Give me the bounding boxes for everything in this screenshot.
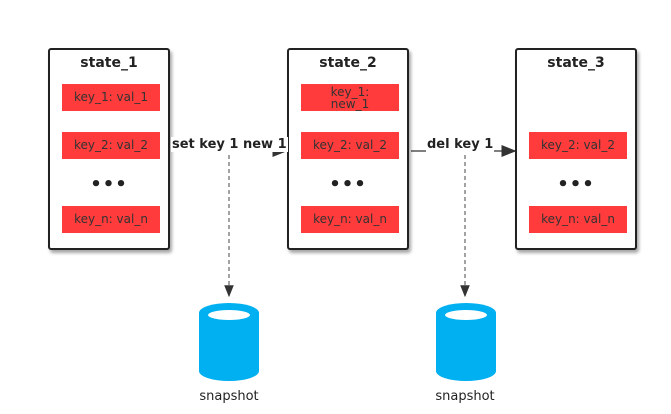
entry-key-2: key_2: val_2 <box>62 132 160 159</box>
ellipsis: ••• <box>329 174 367 195</box>
database-icon <box>199 303 259 381</box>
entry-key-2: key_2: val_2 <box>301 132 399 159</box>
entry-key-n: key_n: val_n <box>529 206 627 233</box>
ellipsis: ••• <box>557 174 595 195</box>
entry-key-1-line-1: key_1: <box>330 84 370 99</box>
entry-key-1: key_1: new_1 <box>301 84 399 111</box>
database-icon <box>436 303 496 381</box>
state-title: state_1 <box>80 55 138 71</box>
entry-key-n: key_n: val_n <box>62 206 160 233</box>
entry-key-2: key_2: val_2 <box>529 132 627 159</box>
transition-label-1: set key 1 new 1 <box>171 137 288 152</box>
entry-key-1: key_1: val_1 <box>62 84 160 111</box>
entry-key-1-line-2: new_1 <box>330 96 370 111</box>
state-box-1: state_1 key_1: val_1 key_2: val_2 ••• ke… <box>48 48 170 250</box>
snapshot-label-2: snapshot <box>435 389 495 404</box>
transition-label-2: del key 1 <box>426 137 495 152</box>
state-title: state_3 <box>547 55 605 71</box>
state-title: state_2 <box>319 55 377 71</box>
ellipsis: ••• <box>90 174 128 195</box>
entry-key-n: key_n: val_n <box>301 206 399 233</box>
snapshot-label-1: snapshot <box>199 389 259 404</box>
state-box-2: state_2 key_1: new_1 key_2: val_2 ••• ke… <box>287 48 409 250</box>
state-box-3: state_3 key_2: val_2 ••• key_n: val_n <box>515 48 637 250</box>
